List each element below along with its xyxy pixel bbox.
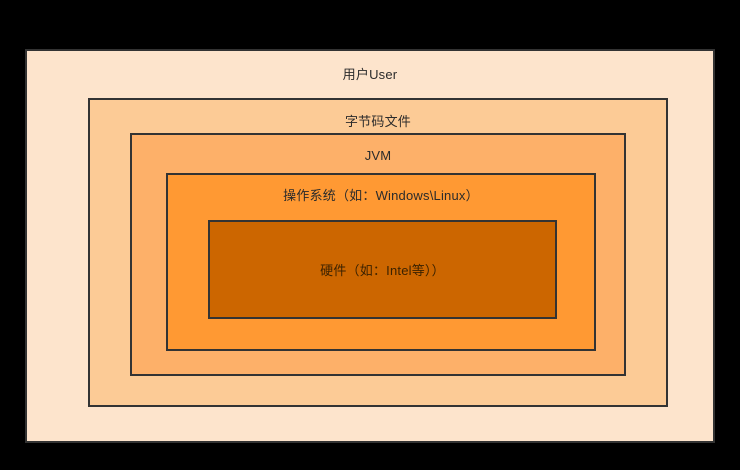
layer-user-label: 用户User	[342, 67, 398, 82]
layer-operating-system-label: 操作系统（如：Windows\Linux）	[283, 188, 479, 203]
layer-hardware: 硬件（如：Intel等））	[208, 220, 557, 319]
layer-user: 用户User 字节码文件 JVM 操作系统（如：Windows\Linux） 硬…	[25, 49, 715, 443]
layer-hardware-label: 硬件（如：Intel等））	[320, 263, 445, 278]
layer-operating-system: 操作系统（如：Windows\Linux） 硬件（如：Intel等））	[166, 173, 596, 351]
layer-jvm-label: JVM	[364, 148, 392, 163]
layer-bytecode: 字节码文件 JVM 操作系统（如：Windows\Linux） 硬件（如：Int…	[88, 98, 668, 407]
layer-bytecode-label: 字节码文件	[344, 114, 411, 129]
layer-jvm: JVM 操作系统（如：Windows\Linux） 硬件（如：Intel等））	[130, 133, 626, 376]
